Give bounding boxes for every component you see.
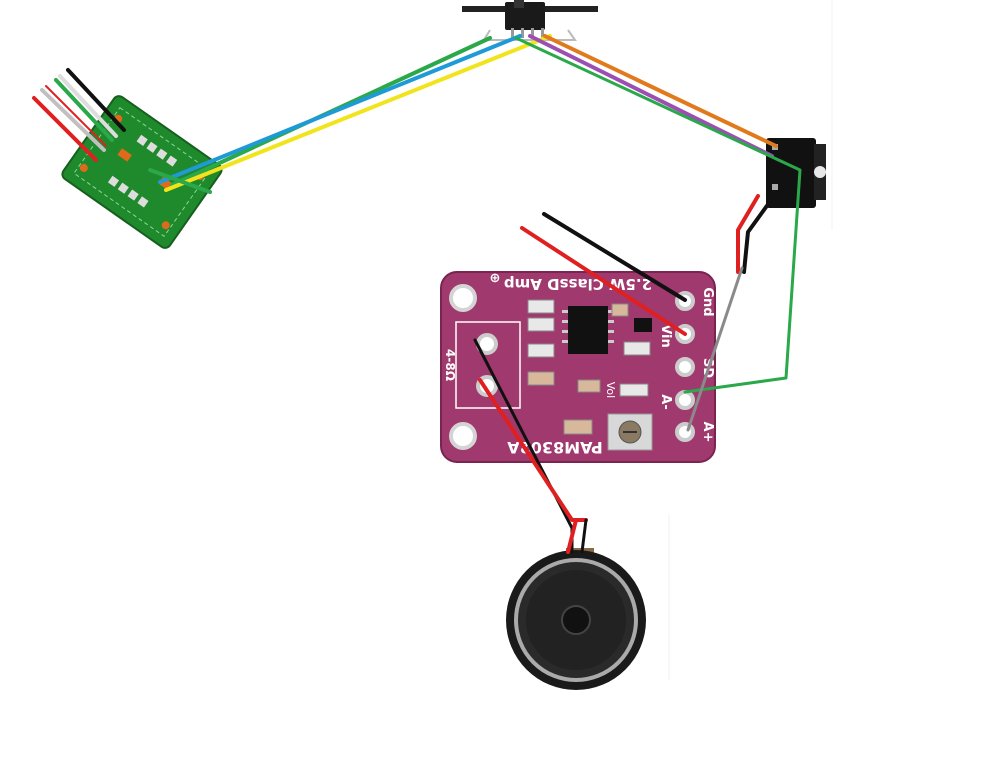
- switch-pin: [541, 28, 544, 38]
- smd-diode: [634, 318, 652, 332]
- wire-green: [54, 78, 114, 142]
- terminal-outline: [455, 321, 521, 409]
- breakout-input-wires: [32, 68, 126, 162]
- top-switch-connector: [462, 0, 598, 41]
- pin-label-vin: Vin: [658, 324, 673, 348]
- ic-pins: [562, 310, 614, 343]
- wire-black-jack: [742, 194, 776, 274]
- jack-hole: [814, 166, 826, 178]
- wire-red-jack: [736, 194, 760, 274]
- pin-label-gnd: Gnd: [700, 287, 715, 316]
- switch-pin: [511, 28, 514, 38]
- wire-black: [66, 68, 126, 132]
- smd-capacitor: [623, 341, 651, 356]
- smd-resistor: [577, 379, 601, 393]
- wire-orange-jack: [543, 34, 778, 148]
- switch-pin: [531, 28, 534, 38]
- speaker-dustcap: [561, 605, 591, 635]
- breakout-pin: [146, 141, 158, 153]
- breakout-pin: [166, 155, 178, 167]
- amplifier-board: 2.5W ClassD Amp PAM8302A 4-8Ω Vol Gnd Vi…: [440, 271, 716, 463]
- audio-jack: [766, 138, 826, 208]
- jack-pin: [772, 184, 778, 190]
- mounting-hole: [449, 284, 477, 312]
- wire-purple-jack: [528, 34, 774, 158]
- switch-knob: [514, 0, 524, 8]
- pin-label-a-minus: A-: [658, 394, 673, 409]
- smd-resistor: [563, 419, 593, 435]
- smd-components: [527, 299, 652, 435]
- pin-pad-a-minus: [675, 390, 695, 410]
- breakout-pin: [107, 175, 120, 187]
- breakout-pad: [79, 163, 88, 172]
- switch-leg-bracket: [482, 29, 577, 41]
- smd-capacitor: [527, 317, 555, 332]
- wire-yellow-breakout: [164, 34, 552, 192]
- wire-gray-to-a-plus: [686, 266, 744, 432]
- wire-white: [58, 74, 118, 138]
- wire-red: [32, 96, 98, 162]
- breakout-pin: [156, 148, 168, 160]
- mounting-hole: [449, 422, 477, 450]
- wire-black-gnd: [542, 212, 687, 302]
- pin-pad-sd: [675, 357, 695, 377]
- vol-label: Vol: [604, 382, 617, 398]
- breakout-pin: [127, 189, 139, 201]
- wires: [148, 34, 802, 554]
- switch-pin: [521, 28, 524, 38]
- wire-red-speaker-lead: [566, 518, 578, 554]
- breakout-pin: [117, 182, 129, 194]
- breakout-smd: [117, 148, 132, 162]
- amp-model: PAM8302A: [507, 438, 603, 457]
- breakout-pin: [137, 196, 149, 208]
- wire-blue-breakout: [158, 34, 522, 184]
- wire-black-speaker-lead: [580, 518, 588, 554]
- wire-green-stub: [148, 168, 212, 194]
- ground-symbol: ⊕: [490, 271, 501, 286]
- wire-red-thin: [45, 85, 107, 147]
- wire-gray: [40, 88, 106, 152]
- smd-capacitor: [527, 299, 555, 314]
- speaker: [506, 548, 646, 690]
- smd-capacitor: [619, 383, 649, 397]
- smd-resistor: [527, 371, 555, 386]
- amp-ohms: 4-8Ω: [443, 349, 457, 381]
- amp-title: 2.5W ClassD Amp: [504, 275, 652, 293]
- amp-ic-chip: [568, 306, 608, 354]
- breakout-pin: [136, 134, 148, 146]
- pin-label-a-plus: A+: [700, 422, 715, 443]
- jack-body: [766, 138, 816, 208]
- wire-red-vin: [520, 226, 687, 336]
- wire-red-speaker: [478, 378, 588, 522]
- breakout-pad: [161, 221, 170, 230]
- smd-resistor: [611, 303, 629, 317]
- smd-capacitor: [527, 343, 555, 358]
- wire-green-jack-to-a-minus: [514, 36, 802, 394]
- switch-body: [505, 2, 545, 30]
